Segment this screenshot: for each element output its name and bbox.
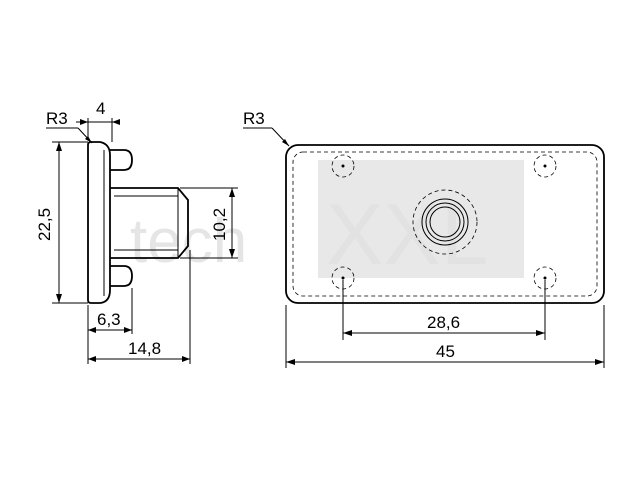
front-width-arrow-left (286, 359, 295, 365)
watermark-box (318, 160, 524, 278)
front-plate-outline (285, 144, 605, 304)
front-spacing-label: 28,6 (427, 313, 460, 332)
side-thread-diameter-label: 10,2 (210, 208, 229, 241)
front-spacing-arrow-right (536, 330, 545, 336)
hole-top-left (331, 154, 355, 178)
side-top-pin (110, 149, 133, 171)
side-top-arrow-left (80, 119, 88, 125)
side-bottom-pin (110, 265, 133, 287)
side-thread-stud (110, 187, 189, 259)
watermark-xxl: XXL (326, 187, 489, 283)
side-bottom-total-arrow-right (182, 356, 190, 362)
hole-top-right (533, 154, 557, 178)
watermark: tech XXL (130, 160, 524, 283)
side-top-width-label: 4 (96, 99, 105, 118)
side-view: R3 4 22,5 10,2 6,3 (35, 99, 238, 364)
side-height-arrow-top (56, 142, 62, 151)
side-bottom-inner-arrow-left (88, 327, 96, 333)
side-thread-arrow-bottom (229, 249, 235, 258)
front-width-label: 45 (436, 342, 455, 361)
side-bottom-inner-label: 6,3 (97, 310, 121, 329)
side-top-arrow-right (112, 119, 120, 125)
side-plate-outline (87, 141, 111, 304)
front-radius-arrow (282, 139, 289, 146)
center-thread (412, 189, 478, 255)
front-width-arrow-right (595, 359, 604, 365)
front-radius-label: R3 (243, 109, 265, 128)
side-thread-arrow-top (229, 188, 235, 197)
front-view: R3 28,6 45 (243, 109, 605, 368)
side-height-arrow-bottom (56, 294, 62, 303)
side-bottom-inner-arrow-right (124, 327, 132, 333)
side-radius-label: R3 (46, 109, 68, 128)
front-spacing-arrow-left (343, 330, 352, 336)
front-plate-dashed-outline (292, 151, 598, 297)
side-bottom-total-label: 14,8 (128, 339, 161, 358)
side-bottom-total-arrow-left (88, 356, 96, 362)
side-height-label: 22,5 (35, 208, 54, 241)
